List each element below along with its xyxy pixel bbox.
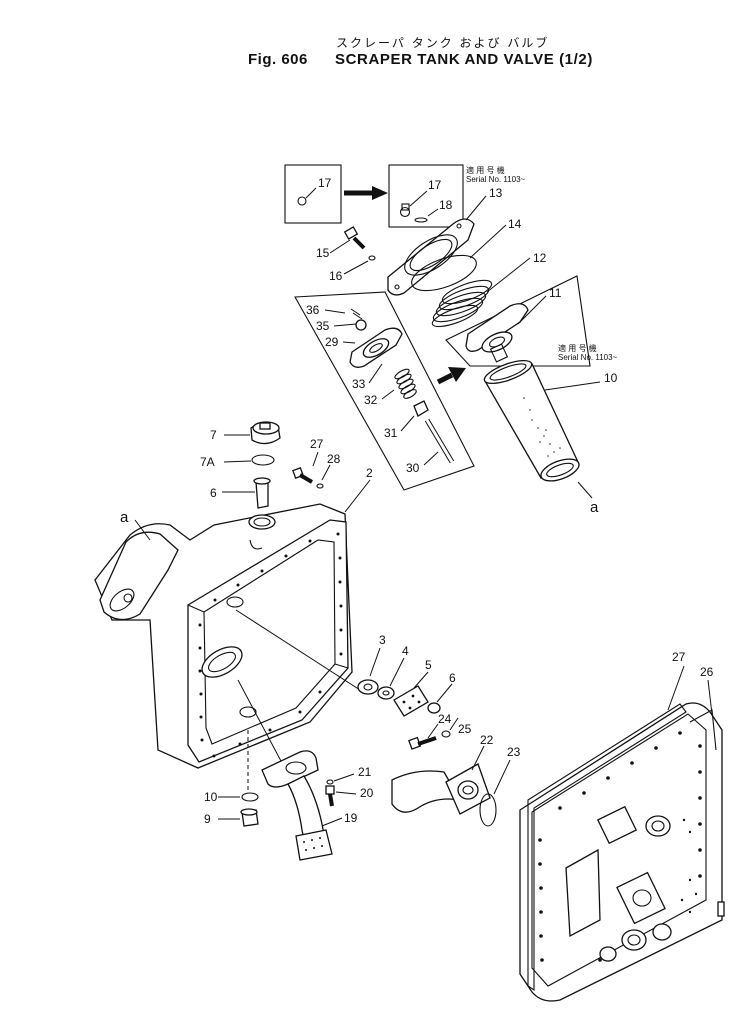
callout-16: 16 bbox=[329, 269, 343, 283]
figure-number: Fig. 606 bbox=[248, 51, 308, 68]
o-ring-24: 23 bbox=[479, 745, 521, 827]
arrow-right-mid bbox=[436, 367, 466, 385]
callout-6: 6 bbox=[210, 486, 217, 500]
valve-inset-11: 11 bbox=[445, 275, 591, 367]
serial-note-2-jp: 適 用 号 機 bbox=[558, 343, 597, 353]
callout-2: 3 bbox=[379, 633, 386, 647]
figure-title: SCRAPER TANK AND VALVE (1/2) bbox=[335, 51, 593, 68]
serial-note-1: 適 用 号 機 Serial No. 1103~ bbox=[466, 165, 526, 184]
callout-9: 10 bbox=[204, 790, 218, 804]
serial-note-2-en: Serial No. 1103~ bbox=[558, 353, 618, 362]
callout-7: 7 bbox=[210, 428, 217, 442]
callout-17b: 17 bbox=[428, 178, 442, 192]
arrow-right-top bbox=[344, 186, 388, 200]
tank-cover-22: 26 27 bbox=[519, 650, 725, 1002]
japanese-title: スクレーパ タンク および バルブ bbox=[336, 36, 550, 50]
strainer-6: 6 bbox=[210, 477, 271, 509]
ref-mark-a-right: a bbox=[590, 499, 599, 516]
callout-1: 2 bbox=[366, 466, 373, 480]
valve-parts-2-5: 3 4 5 6 bbox=[357, 633, 456, 717]
callout-25: 24 bbox=[438, 712, 452, 726]
callout-14: 14 bbox=[508, 217, 522, 231]
valve-inset-30-36: 36 35 29 33 32 31 30 bbox=[294, 291, 475, 491]
callout-24: 23 bbox=[507, 745, 521, 759]
callout-32: 31 bbox=[384, 426, 398, 440]
serial-note-2: 適 用 号 機 Serial No. 1103~ bbox=[558, 343, 618, 362]
callout-3: 4 bbox=[402, 644, 409, 658]
filter-element-10: 10 a bbox=[483, 359, 618, 516]
drain-8-9: 10 9 bbox=[204, 730, 259, 827]
callout-11: 11 bbox=[549, 286, 562, 300]
ref-mark-a-left: a bbox=[120, 509, 129, 526]
bolt-25-washer-26: 24 25 bbox=[408, 712, 472, 750]
callout-7a: 7A bbox=[200, 455, 215, 469]
callout-34: 33 bbox=[352, 377, 366, 391]
callout-35: 35 bbox=[316, 319, 330, 333]
callout-8: 9 bbox=[204, 812, 211, 826]
callout-10: 10 bbox=[604, 371, 618, 385]
callout-22: 26 bbox=[700, 665, 714, 679]
bolt-15: 15 bbox=[316, 226, 366, 260]
callout-26: 25 bbox=[458, 722, 472, 736]
callout-29: 28 bbox=[327, 452, 341, 466]
callout-28: 27 bbox=[310, 437, 324, 451]
cover-plate-13: 13 bbox=[387, 186, 503, 296]
inset-new-plug: 17 18 bbox=[388, 164, 464, 228]
scraper-tank-1: a 2 bbox=[94, 466, 373, 779]
callout-33: 32 bbox=[364, 393, 378, 407]
callout-30: 29 bbox=[325, 335, 339, 349]
callout-23: 22 bbox=[480, 733, 494, 747]
serial-note-1-en: Serial No. 1103~ bbox=[466, 175, 526, 184]
callout-5: 6 bbox=[449, 671, 456, 685]
callout-36: 36 bbox=[306, 303, 320, 317]
gasket-7a: 7A bbox=[200, 454, 275, 469]
callout-20: 20 bbox=[360, 786, 374, 800]
suction-pipe-19: 19 bbox=[261, 750, 358, 861]
callout-12: 12 bbox=[533, 251, 547, 265]
inset-old-plug: 17 bbox=[284, 164, 342, 224]
callout-17a: 17 bbox=[318, 176, 332, 190]
filler-cap-7: 7 bbox=[210, 421, 281, 445]
elbow-23: 22 bbox=[391, 733, 494, 815]
page-header: スクレーパ タンク および バルブ Fig. 606 SCRAPER TANK … bbox=[0, 0, 737, 80]
callout-31: 30 bbox=[406, 461, 420, 475]
o-ring-14: 14 bbox=[411, 217, 522, 292]
callout-21: 21 bbox=[358, 765, 372, 779]
washer-16: 16 bbox=[329, 255, 376, 283]
bolt-20-washer-21: 21 20 bbox=[325, 765, 374, 807]
serial-note-1-jp: 適 用 号 機 bbox=[466, 165, 505, 175]
bolt-28-washer-29: 27 28 bbox=[292, 437, 341, 489]
spring-12: 12 bbox=[431, 251, 547, 328]
callout-15: 15 bbox=[316, 246, 330, 260]
callout-18: 18 bbox=[439, 198, 453, 212]
callout-19: 19 bbox=[344, 811, 358, 825]
callout-13: 13 bbox=[489, 186, 503, 200]
callout-27: 27 bbox=[672, 650, 686, 664]
callout-4: 5 bbox=[425, 658, 432, 672]
